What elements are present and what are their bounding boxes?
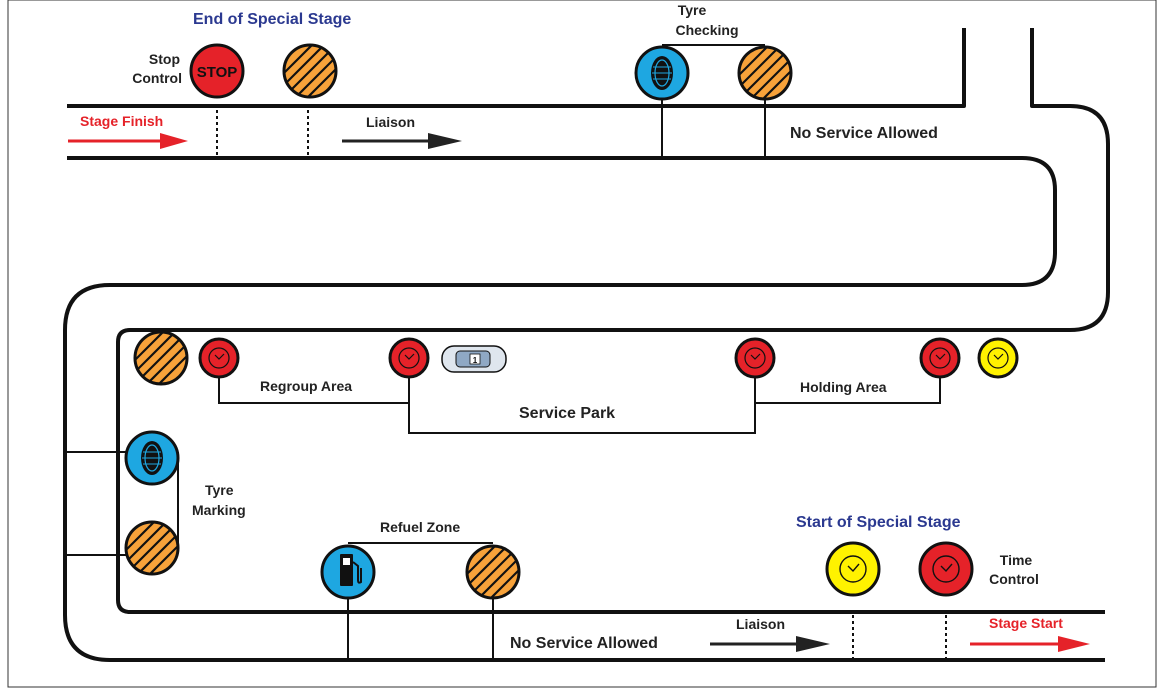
end-stage-title: End of Special Stage — [193, 11, 351, 28]
stage-finish-label: Stage Finish — [80, 113, 163, 129]
hatched-zone-icon — [274, 35, 346, 107]
time-control-label-1: Time — [1000, 552, 1033, 568]
clock-icon — [198, 337, 240, 379]
frame — [7, 0, 1157, 688]
stop-control-label-1: Stop — [149, 51, 180, 67]
liaison-bottom-label: Liaison — [736, 616, 785, 632]
regroup-area-label: Regroup Area — [260, 378, 352, 394]
no-service-top-label: No Service Allowed — [790, 125, 938, 142]
stage-start-label: Stage Start — [989, 615, 1063, 631]
hatched-zone-icon — [457, 536, 529, 608]
hatched-zone-icon — [125, 322, 197, 394]
svg-text:STOP: STOP — [197, 64, 238, 81]
service-brackets — [218, 377, 941, 434]
clock-icon — [919, 337, 961, 379]
service-park-label: Service Park — [519, 405, 615, 422]
tyre-icon — [124, 430, 180, 486]
tyre-icon — [634, 45, 690, 101]
tyre-checking-label-2: Checking — [675, 22, 738, 38]
no-service-bottom-label: No Service Allowed — [510, 635, 658, 652]
road-track — [63, 28, 1110, 662]
stage-start-arrowhead — [1058, 636, 1090, 652]
stop-sign-icon: STOP — [189, 43, 245, 99]
refuel-zone-label: Refuel Zone — [380, 519, 460, 535]
start-stage-title: Start of Special Stage — [796, 514, 961, 531]
tyre-marking-label-2: Marking — [192, 502, 246, 518]
stage-finish-arrowhead — [160, 133, 188, 149]
hatched-zone-icon — [729, 37, 801, 109]
tyre-checking-label-1: Tyre — [678, 2, 707, 18]
svg-text:1: 1 — [473, 356, 478, 365]
clock-icon — [977, 337, 1019, 379]
clock-icon — [734, 337, 776, 379]
time-control-label-2: Control — [989, 571, 1039, 587]
liaison-top-label: Liaison — [366, 114, 415, 130]
holding-area-label: Holding Area — [800, 379, 887, 395]
stop-control-label-2: Control — [132, 70, 182, 86]
rally-car-icon: 1 — [441, 345, 507, 373]
liaison-bottom-arrowhead — [796, 636, 830, 652]
fuel-pump-icon — [320, 544, 376, 600]
clock-icon — [918, 541, 974, 597]
liaison-top-arrowhead — [428, 133, 462, 149]
tyre-marking-label-1: Tyre — [205, 482, 234, 498]
clock-icon — [825, 541, 881, 597]
clock-icon — [388, 337, 430, 379]
